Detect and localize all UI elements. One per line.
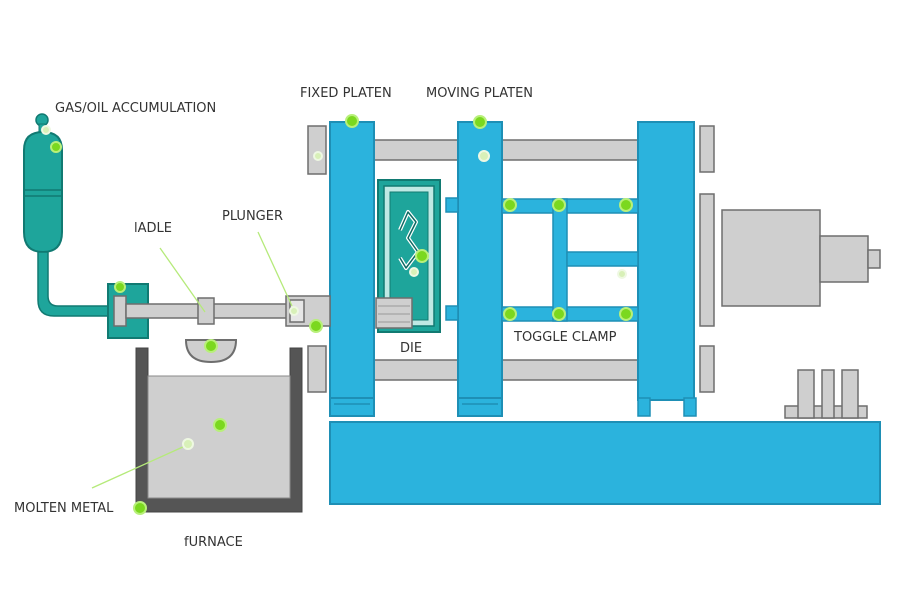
marker-plunger-tip [309,319,323,333]
marker-moving-platen [473,115,487,129]
marker-end-stop [313,151,323,161]
marker-toggle-5 [552,307,566,321]
toggle-clamp [501,198,639,322]
machine-support [784,369,868,419]
hydraulic-cylinder [721,209,881,307]
marker-molten-metal [133,501,147,515]
label-ladle: lADLE [134,221,172,236]
marker-toggle-4 [503,307,517,321]
label-gas-oil-accumulation: GAS/OIL ACCUMULATION [55,101,216,116]
marker-ladle [204,339,218,353]
label-molten-metal: MOLTEN METAL [14,501,114,516]
shot-sleeve [375,297,413,329]
label-furnace: fURNACE [184,535,243,550]
marker-die-faint [409,267,419,277]
marker-toggle-faint [617,269,627,279]
gas-oil-accumulator [23,113,111,317]
marker-accumulator-faint [41,125,51,135]
furnace [135,347,303,513]
marker-moving-platen-faint [478,150,490,162]
marker-toggle-2 [552,198,566,212]
marker-die [415,249,429,263]
machine-base [329,421,881,505]
fixed-platen [329,121,375,417]
label-moving-platen: MOVING PLATEN [426,86,533,101]
marker-cylinder [114,281,126,293]
molten-metal [147,375,291,499]
label-fixed-platen: FIXED PLATEN [300,86,392,101]
end-stops [307,125,715,393]
label-toggle-clamp: TOGGLE CLAMP [513,330,617,345]
marker-toggle-3 [619,198,633,212]
marker-fixed-platen [345,114,359,128]
label-plunger: PLUNGER [222,209,283,224]
plunger-rod [125,295,331,327]
hotspot-markers [41,114,633,515]
leader-lines [91,231,293,489]
marker-furnace [213,418,227,432]
marker-toggle-1 [503,198,517,212]
label-die: DIE [400,341,422,356]
marker-toggle-6 [619,307,633,321]
rear-platen [637,121,697,417]
marker-plunger-faint [289,306,299,316]
marker-molten-metal-faint [182,438,194,450]
marker-accumulator [50,141,62,153]
